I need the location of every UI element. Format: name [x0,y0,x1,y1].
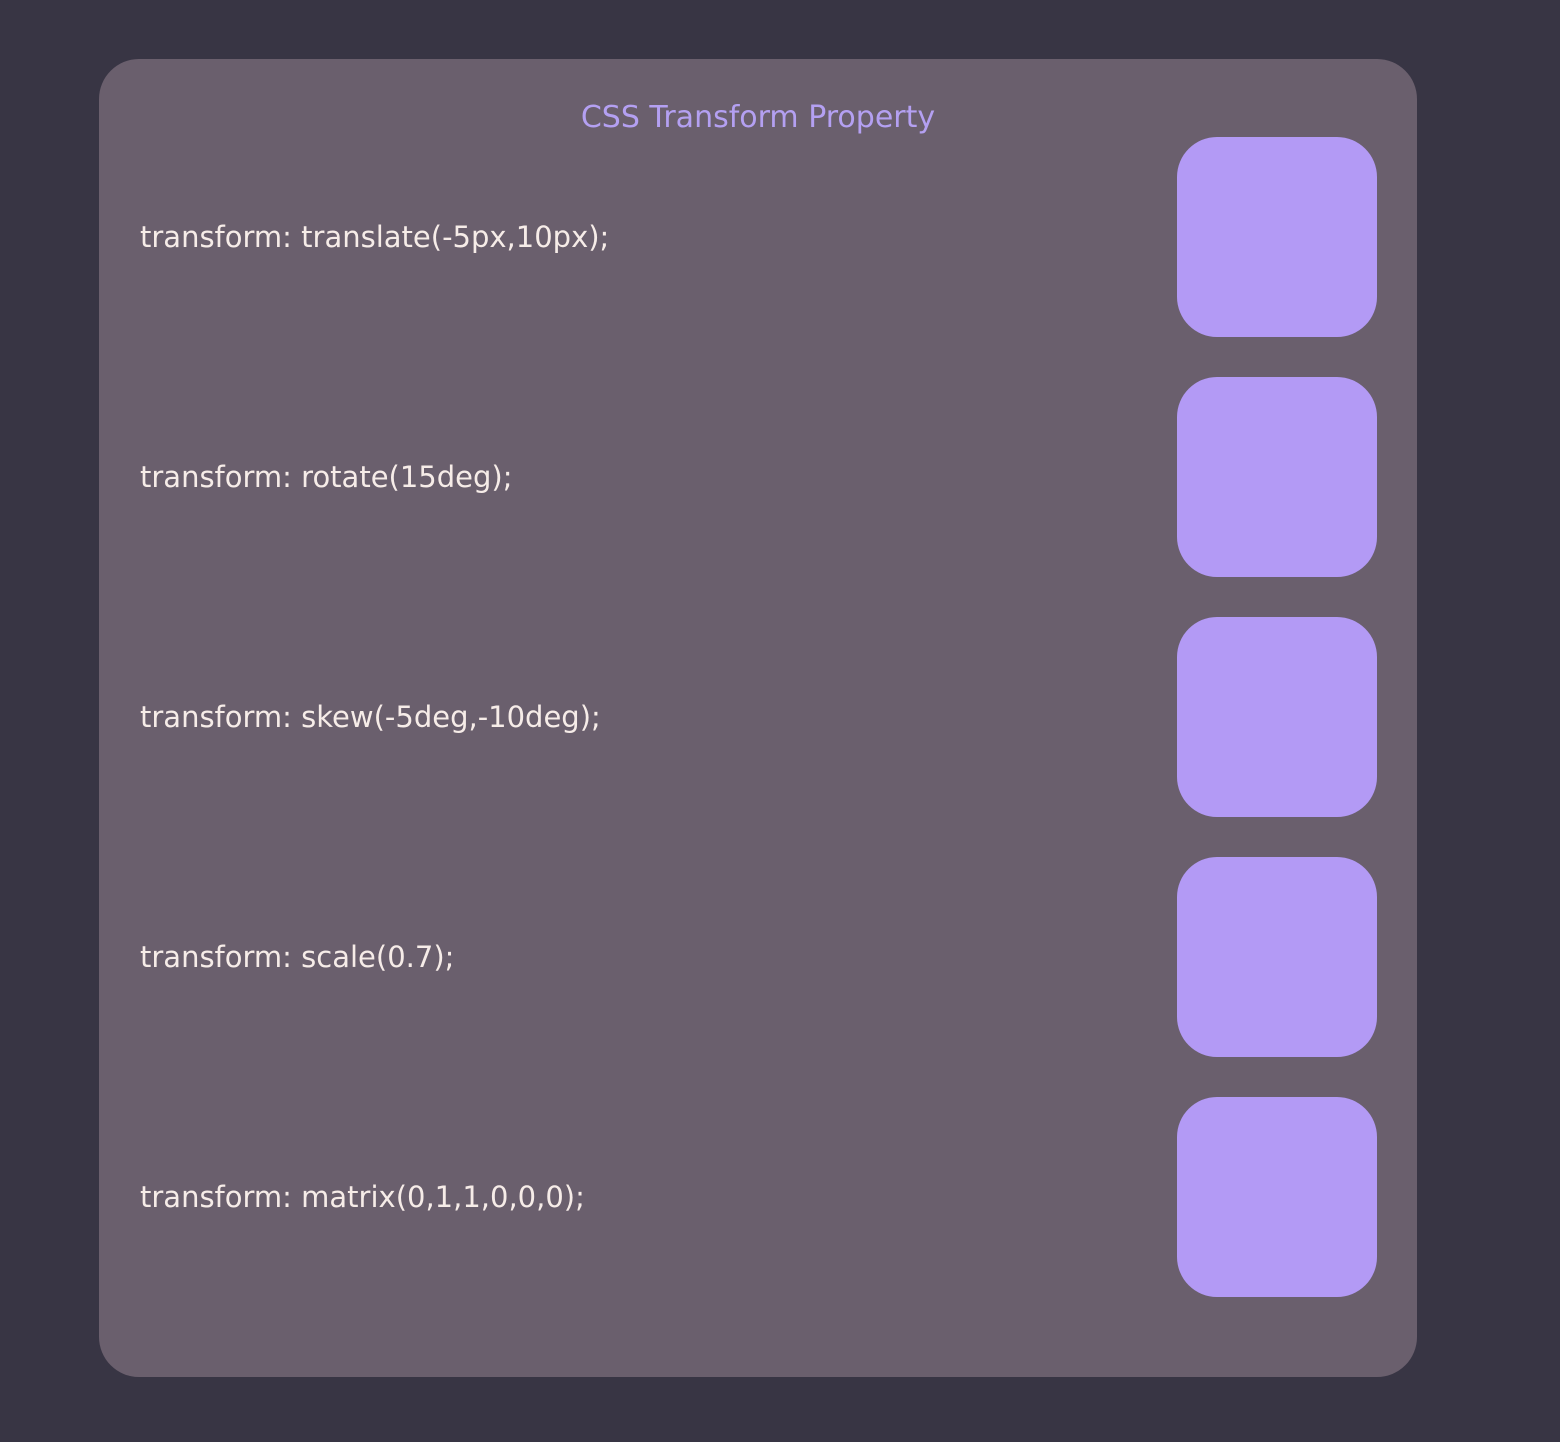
transform-row-rotate: transform: rotate(15deg); [99,377,1417,577]
demo-box [1177,617,1377,817]
page-title: CSS Transform Property [580,100,936,135]
transform-row-scale: transform: scale(0.7); [99,857,1417,1057]
transform-label: transform: skew(-5deg,-10deg); [140,700,601,734]
demo-box [1177,857,1377,1057]
transform-row-matrix: transform: matrix(0,1,1,0,0,0); [99,1097,1417,1297]
transform-label: transform: translate(-5px,10px); [140,220,610,254]
transform-demo-card: CSS Transform Property transform: transl… [99,59,1417,1377]
transform-label: transform: matrix(0,1,1,0,0,0); [140,1180,585,1214]
transform-label: transform: scale(0.7); [140,940,455,974]
transform-label: transform: rotate(15deg); [140,460,513,494]
demo-box [1177,377,1377,577]
demo-box [1177,137,1377,337]
demo-box [1177,1097,1377,1297]
transform-row-translate: transform: translate(-5px,10px); [99,137,1417,337]
transform-row-skew: transform: skew(-5deg,-10deg); [99,617,1417,817]
